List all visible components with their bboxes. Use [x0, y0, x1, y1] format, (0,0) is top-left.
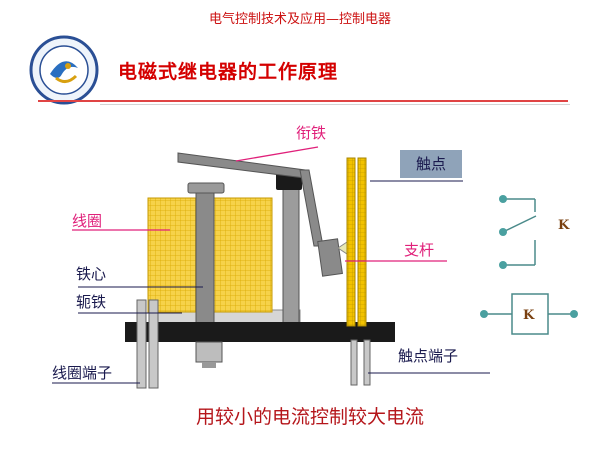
label-yoke: 轭铁 — [76, 293, 107, 311]
contact-schematic-symbol: K — [499, 195, 570, 269]
pivot-pusher — [317, 238, 343, 277]
label-contacts: 触点 — [400, 150, 462, 178]
armature-bar — [177, 152, 306, 179]
university-emblem-icon — [29, 35, 99, 105]
iron-core — [195, 189, 215, 331]
label-coil-terminals: 线圈端子 — [52, 364, 113, 382]
coil-terminal-1 — [136, 299, 147, 389]
coil-schematic-symbol: K — [480, 293, 578, 335]
label-contact-terminals: 触点端子 — [398, 347, 459, 365]
label-coil: 线圈 — [72, 212, 103, 230]
coil-terminal-2 — [148, 299, 159, 389]
contact-spring-2 — [357, 157, 367, 327]
coil-symbol-k: K — [523, 308, 535, 323]
core-nut — [195, 341, 223, 363]
yoke-column — [282, 184, 300, 326]
core-nut-tip — [202, 362, 216, 368]
label-pivot: 支杆 — [404, 241, 435, 259]
core-head — [187, 182, 225, 194]
armature-arm — [299, 169, 324, 247]
contact-symbol-k: K — [558, 218, 570, 233]
course-header: 电气控制技术及应用—控制电器 — [208, 12, 391, 27]
label-core: 铁心 — [76, 265, 107, 283]
contact-terminal-2 — [363, 339, 371, 386]
contact-spring-1 — [346, 157, 356, 327]
slide-title: 电磁式继电器的工作原理 — [118, 61, 339, 83]
title-divider-shadow — [100, 104, 570, 105]
university-logo — [28, 34, 100, 106]
contact-terminal-1 — [350, 339, 358, 386]
leader-armature — [235, 146, 319, 162]
title-divider — [38, 100, 568, 102]
label-armature: 衔铁 — [296, 124, 327, 142]
slide-caption: 用较小的电流控制较大电流 — [195, 406, 424, 428]
relay-base — [125, 322, 395, 342]
